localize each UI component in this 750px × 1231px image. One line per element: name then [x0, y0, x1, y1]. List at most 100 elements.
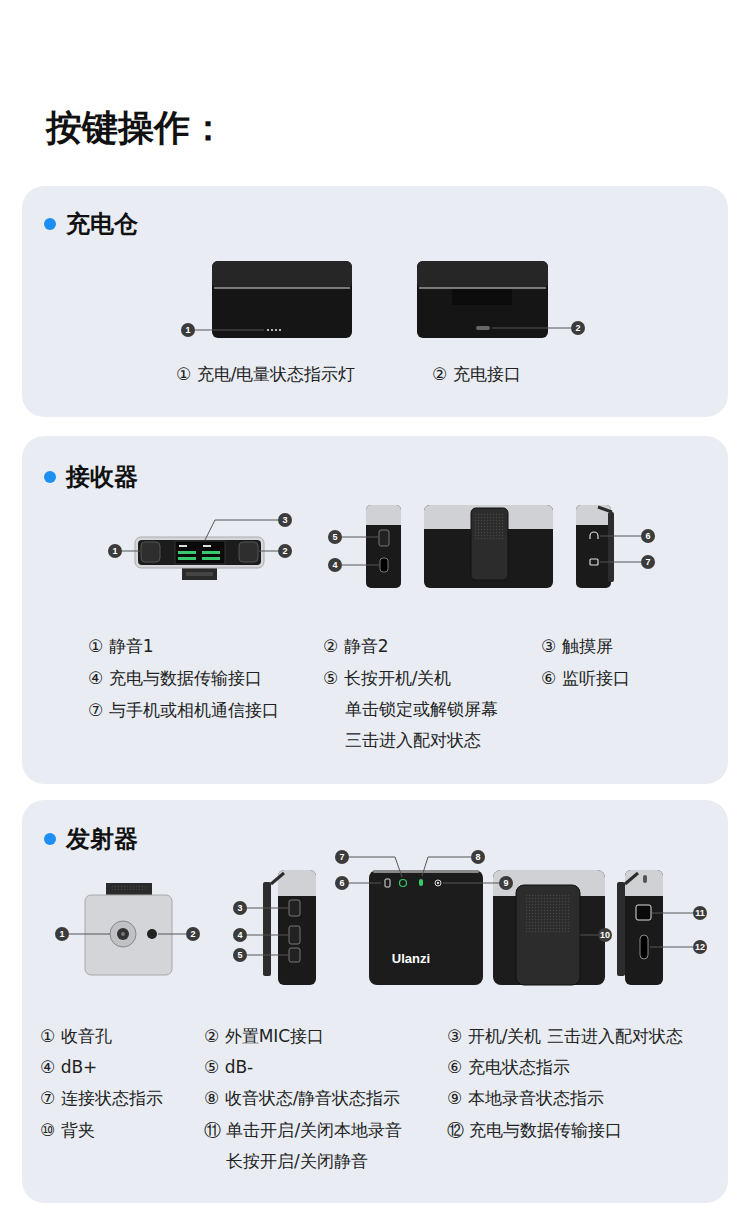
- transmitter-top-view: [85, 895, 172, 975]
- section-heading: 充电仓: [66, 209, 138, 239]
- transmitter-side-view-2: [625, 870, 663, 985]
- charging-case-front: [275, 329, 277, 331]
- callout-number: 4: [233, 928, 247, 942]
- leader-line: [158, 934, 186, 935]
- transmitter-top-view: [106, 883, 152, 895]
- section-bullet: [44, 833, 56, 845]
- transmitter-front-view: [369, 870, 483, 985]
- receiver-back-view: [471, 508, 508, 580]
- callout-number: 6: [641, 529, 655, 543]
- receiver-top-view: [179, 545, 187, 547]
- receiver-side-view-2: [576, 505, 611, 588]
- leader-line: [349, 883, 381, 884]
- callout-number: 7: [335, 850, 349, 864]
- receiver-top-view: [135, 537, 264, 568]
- charging-case-back: [417, 261, 548, 338]
- transmitter-front-view: [385, 879, 390, 887]
- receiver-back-view: [424, 505, 553, 588]
- leader-line: [195, 330, 264, 331]
- leader-line: [122, 551, 140, 552]
- transmitter-front-view: [419, 879, 423, 886]
- part-description: ④ 充电与数据传输接口: [88, 663, 262, 694]
- leader-line: [652, 913, 693, 914]
- transmitter-top-view: [110, 921, 136, 947]
- transmitter-top-view: [85, 883, 172, 975]
- transmitter-side-view-2: [640, 935, 648, 959]
- leader-line: [650, 947, 693, 948]
- part-description: ⑦ 与手机或相机通信接口: [88, 695, 279, 726]
- callout-number: 9: [499, 876, 513, 890]
- section-panel: 充电仓: [22, 186, 728, 417]
- transmitter-back-view: [516, 885, 580, 985]
- receiver-side-view-2: [576, 505, 611, 525]
- charging-case-front: [279, 329, 281, 331]
- receiver-top-view: [182, 568, 217, 580]
- receiver-side-view: [380, 558, 388, 572]
- receiver-side-view-2: [608, 512, 614, 582]
- receiver-side-view: [366, 515, 401, 525]
- part-description: ① 静音1: [88, 631, 153, 662]
- receiver-side-view-2: [576, 505, 614, 588]
- receiver-top-view: [141, 542, 160, 562]
- callout-number: 2: [186, 927, 200, 941]
- leader-line: [342, 537, 378, 538]
- transmitter-side-view: [289, 900, 300, 916]
- leader-line: [443, 883, 499, 884]
- charging-case-front: [267, 329, 269, 331]
- callout-number: 1: [181, 323, 195, 337]
- part-description: ③ 触摸屏: [541, 631, 613, 662]
- charging-case-front: [271, 329, 273, 331]
- part-description: ⑪ 单击开启/关闭本地录音 长按开启/关闭静音: [204, 1115, 439, 1177]
- transmitter-side-view: [289, 948, 300, 962]
- receiver-top-view: [202, 557, 220, 560]
- part-description: ⑦ 连接状态指示: [40, 1083, 163, 1114]
- transmitter-back-view: [493, 870, 605, 985]
- section-heading: 接收器: [66, 462, 138, 492]
- receiver-top-view: [138, 540, 261, 565]
- receiver-side-view: [366, 505, 401, 525]
- transmitter-side-view-2: [625, 873, 638, 884]
- callout-number: 12: [693, 940, 707, 954]
- callout-number: 1: [108, 544, 122, 558]
- receiver-side-view-2: [590, 559, 598, 565]
- transmitter-side-view-2: [617, 882, 625, 976]
- part-description: ① 充电/电量状态指示灯: [176, 359, 355, 390]
- brand-logo: Ulanzi: [371, 950, 451, 968]
- callout-number: 8: [471, 850, 485, 864]
- callout-number: 5: [233, 948, 247, 962]
- part-description: ⑤ 长按开机/关机 单击锁定或解锁屏幕 三击进入配对状态: [323, 663, 533, 756]
- leader-line: [247, 935, 289, 936]
- callout-number: 1: [55, 927, 69, 941]
- charging-case-front: [212, 261, 352, 288]
- section-heading: 发射器: [66, 824, 138, 854]
- callout-number: 6: [335, 876, 349, 890]
- transmitter-front-view: [437, 882, 439, 884]
- transmitter-top-view: [117, 928, 129, 940]
- callout-number: 3: [233, 901, 247, 915]
- part-description: ② 静音2: [323, 631, 388, 662]
- leader-line: [342, 565, 379, 566]
- receiver-top-view: [178, 557, 196, 560]
- receiver-top-view: [202, 551, 220, 554]
- callout-number: 7: [641, 555, 655, 569]
- transmitter-side-view: [289, 926, 300, 944]
- transmitter-side-view-2: [636, 905, 651, 920]
- callout-number: 2: [571, 321, 585, 335]
- charging-case-back: [417, 261, 548, 288]
- leader-line: [492, 328, 571, 329]
- transmitter-top-view: [110, 886, 148, 890]
- part-description: ① 收音孔: [40, 1021, 112, 1052]
- transmitter-side-view: [278, 870, 316, 985]
- transmitter-side-view-2: [617, 870, 663, 985]
- transmitter-side-view: [263, 882, 271, 976]
- transmitter-side-view: [263, 870, 316, 985]
- leader-line: [600, 562, 641, 563]
- leader-line: [259, 551, 278, 552]
- receiver-top-view: [175, 541, 225, 564]
- callout-number: 2: [278, 544, 292, 558]
- section-bullet: [44, 218, 56, 230]
- callout-number: 3: [278, 513, 292, 527]
- receiver-side-view-2: [598, 507, 612, 512]
- charging-case-back: [417, 261, 548, 338]
